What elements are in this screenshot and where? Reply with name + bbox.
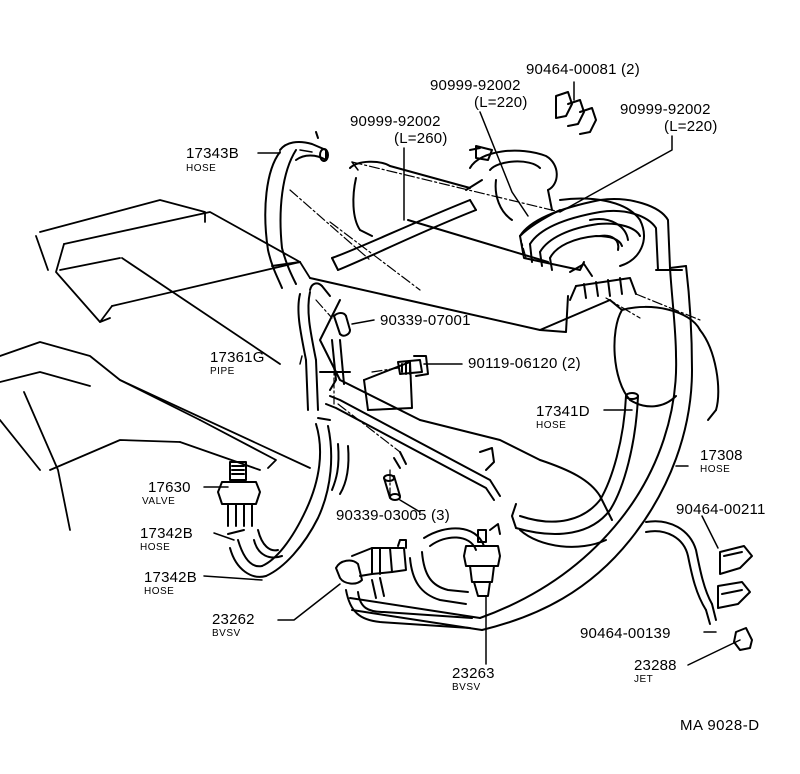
label-17342b-b: 17342B [144,569,197,586]
hose-90999-92002-l260 [331,199,477,271]
bvsv-23262 [335,539,407,599]
label-23263: 23263 [452,665,495,682]
label-17361g-type: PIPE [210,366,235,377]
label-17630: 17630 [148,479,191,496]
vacuum-hose-bundle [519,198,687,277]
label-23263-type: BVSV [452,682,481,693]
hose-17342b [227,417,350,578]
label-90999-92002-a: 90999-92002 [430,77,521,94]
label-90999-92002-b: 90999-92002 [620,101,711,118]
hose-17341d [511,392,639,535]
label-17343b-type: HOSE [186,163,217,174]
label-90999-92002-b-length: (L=220) [664,118,718,135]
label-17630-type: VALVE [142,496,176,507]
label-90464-00139: 90464-00139 [580,625,671,642]
label-17341d-type: HOSE [536,420,567,431]
hose-17343b [264,131,329,289]
label-17342b-a: 17342B [140,525,193,542]
hose-pieces-middle [297,282,501,501]
label-90999-92002-c: 90999-92002 [350,113,441,130]
label-90999-92002-a-length: (L=220) [474,94,528,111]
leader-lines [203,81,741,666]
label-90339-03005: 90339-03005 (3) [336,507,450,524]
label-17341d: 17341D [536,403,590,420]
label-90339-07001: 90339-07001 [380,312,471,329]
hoses-lower-middle [345,527,485,629]
label-23262: 23262 [212,611,255,628]
bvsv-23263 [463,523,501,597]
label-17342b-a-type: HOSE [140,542,171,553]
bolt-90119-06120 [397,355,429,377]
label-90119-06120: 90119-06120 (2) [468,355,581,372]
label-17361g: 17361G [210,349,265,366]
valve-17630 [217,461,261,527]
engine-block-outline [0,199,311,531]
label-23288-type: JET [634,674,654,685]
diagram-code: MA 9028-D [680,717,760,734]
clips-and-jet [645,520,753,651]
label-17308-type: HOSE [700,464,731,475]
label-90999-92002-c-length: (L=260) [394,130,448,147]
throttle-body [465,145,645,301]
label-23262-type: BVSV [212,628,241,639]
label-90464-00211: 90464-00211 [676,501,766,518]
guide-lines [289,161,701,501]
label-17343b: 17343B [186,145,239,162]
label-90464-00081: 90464-00081 (2) [526,61,640,78]
clips-90464-00081 [555,91,597,135]
label-17342b-b-type: HOSE [144,586,175,597]
label-17308: 17308 [700,447,743,464]
label-23288: 23288 [634,657,677,674]
